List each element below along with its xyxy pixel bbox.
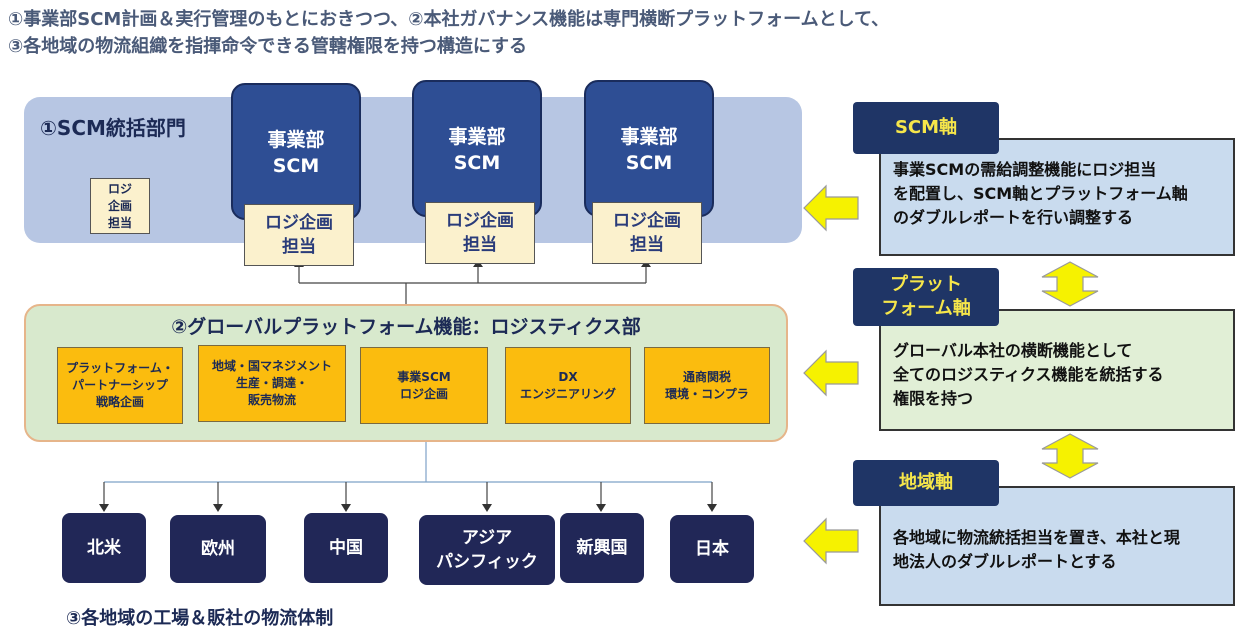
region-structure-label: ③各地域の工場＆販社の物流体制 [66, 608, 334, 629]
platform-axis-tab: プラット フォーム軸 [853, 268, 999, 326]
region-box-europe: 欧州 [170, 515, 266, 583]
region-arrowheads [99, 504, 717, 512]
business-unit-scm-3: 事業部 SCM [584, 80, 714, 217]
small-logi-planning-box: ロジ 企画 担当 [90, 178, 150, 234]
platform-axis-arrow-icon [803, 349, 859, 397]
axis-left-arrows [803, 184, 859, 565]
title-line-1: ①事業部SCM計画＆実行管理のもとにおきつつ、②本社ガバナンス機能は専門横断プラ… [8, 9, 890, 30]
function-box-platform-strategy: プラットフォーム・ パートナーシップ 戦略企画 [57, 347, 183, 424]
region-axis-arrow-icon [803, 517, 859, 565]
region-box-asia-pacific: アジア パシフィック [419, 515, 555, 585]
scm-axis-arrow-icon [803, 184, 859, 232]
platform-to-regions-connector [104, 442, 712, 483]
region-box-china: 中国 [304, 513, 388, 583]
function-box-business-scm: 事業SCM ロジ企画 [360, 347, 488, 424]
scm-division-label: ①SCM統括部門 [40, 116, 186, 140]
title-line-2: ③各地域の物流組織を指揮命令できる管轄権限を持つ構造にする [8, 36, 528, 57]
region-box-emerging: 新興国 [560, 513, 644, 583]
scm-axis-tab: SCM軸 [853, 102, 999, 154]
function-box-trade-compliance: 通商関税 環境・コンプラ [644, 347, 770, 424]
function-box-dx-engineering: DX エンジニアリング [505, 347, 631, 424]
platform-title: ②グローバルプラットフォーム機能：ロジスティクス部 [171, 316, 641, 338]
platform-to-scm-connector [298, 266, 647, 304]
region-axis-tab: 地域軸 [853, 460, 999, 506]
logi-planning-box-2: ロジ企画 担当 [425, 202, 535, 264]
region-axis-description: 各地域に物流統括担当を置き、本社と現 地法人のダブルレポートとする [879, 486, 1235, 606]
business-unit-scm-2: 事業部 SCM [412, 80, 542, 217]
logi-planning-box-1: ロジ企画 担当 [244, 204, 354, 266]
double-arrow-upper-icon [1041, 261, 1099, 307]
region-box-japan: 日本 [670, 515, 754, 583]
double-arrow-lower-icon [1041, 433, 1099, 479]
function-box-region-management: 地域・国マネジメント 生産・調達・ 販売物流 [198, 345, 346, 422]
business-unit-scm-1: 事業部 SCM [231, 83, 361, 220]
scm-axis-description: 事業SCMの需給調整機能にロジ担当 を配置し、SCM軸とプラットフォーム軸 のダ… [879, 138, 1235, 256]
region-drop-lines [103, 482, 713, 505]
platform-axis-description: グローバル本社の横断機能として 全てのロジスティクス機能を統括する 権限を持つ [879, 309, 1235, 431]
region-box-north-america: 北米 [62, 513, 146, 583]
logi-planning-box-3: ロジ企画 担当 [592, 202, 702, 264]
